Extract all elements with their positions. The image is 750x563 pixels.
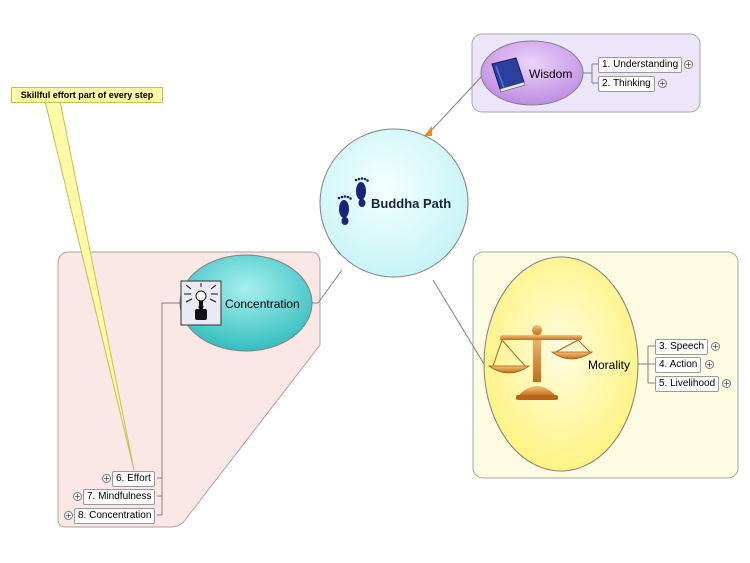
concentration-node[interactable] — [179, 254, 313, 352]
central-node[interactable] — [319, 128, 469, 278]
wisdom-node-label: Wisdom — [529, 67, 573, 81]
expand-understanding-icon[interactable]: + — [684, 60, 693, 69]
book-icon — [491, 57, 526, 93]
meditating-person-icon — [180, 280, 222, 326]
morality-node[interactable] — [483, 256, 639, 472]
subtopic-action[interactable]: 4. Action — [655, 357, 702, 373]
central-node-label: Buddha Path — [371, 196, 452, 211]
footprints-icon — [337, 177, 369, 225]
subtopic-speech[interactable]: 3. Speech — [655, 339, 709, 355]
callout-note[interactable]: Skillful effort part of every step — [11, 87, 163, 103]
expand-livelihood-icon[interactable]: + — [722, 379, 731, 388]
connector-wisdom — [427, 75, 483, 135]
morality-node-label: Morality — [588, 358, 631, 372]
connector-morality — [432, 279, 485, 365]
orange-marker-icon — [424, 126, 432, 136]
connector-concentration — [310, 269, 343, 304]
expand-action-icon[interactable]: + — [705, 360, 714, 369]
subtopic-effort[interactable]: 6. Effort — [112, 471, 155, 487]
concentration-node-label: Concentration — [225, 297, 300, 311]
scales-icon — [487, 325, 594, 400]
expand-speech-icon[interactable]: + — [711, 342, 720, 351]
wisdom-subtopic-lines — [583, 63, 598, 84]
expand-thinking-icon[interactable]: + — [658, 79, 667, 88]
expand-mindfulness-icon[interactable]: + — [73, 492, 82, 501]
subtopic-concentration[interactable]: 8. Concentration — [74, 508, 156, 524]
subtopic-thinking[interactable]: 2. Thinking — [598, 76, 655, 92]
morality-subtopic-lines — [638, 345, 655, 384]
concentration-subtopic-lines — [157, 302, 180, 516]
subtopic-livelihood[interactable]: 5. Livelihood — [655, 376, 720, 392]
subtopic-understanding[interactable]: 1. Understanding — [598, 57, 683, 73]
expand-concentration-icon[interactable]: + — [64, 511, 73, 520]
expand-effort-icon[interactable]: + — [102, 474, 111, 483]
subtopic-mindfulness[interactable]: 7. Mindfulness — [83, 489, 156, 505]
